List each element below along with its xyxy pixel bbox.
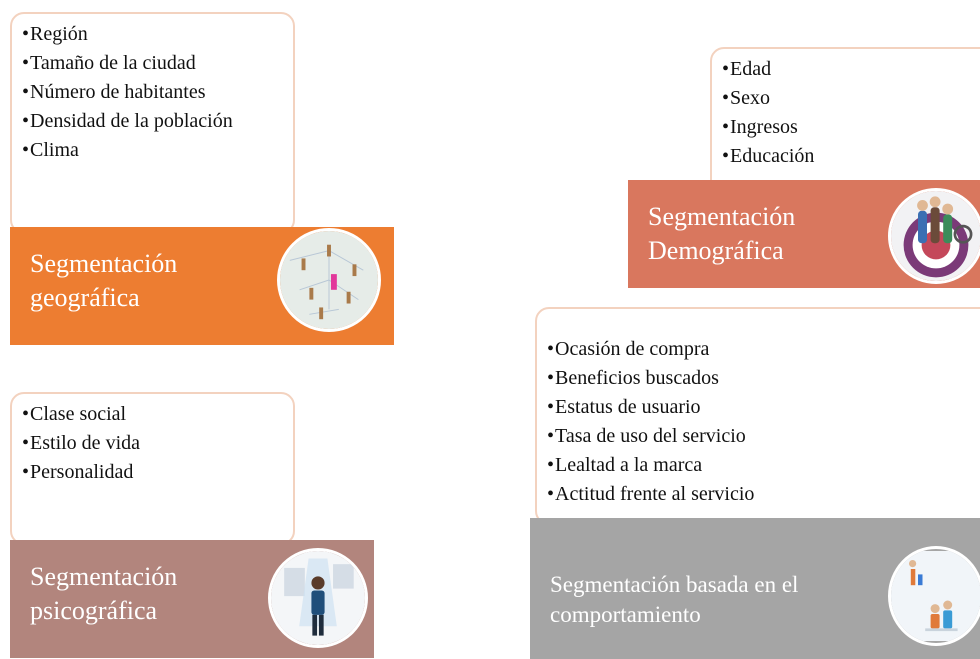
list-item: Región (22, 20, 283, 49)
demografica-list: Edad Sexo Ingresos Educación (722, 55, 980, 171)
list-item: Lealtad a la marca (547, 451, 980, 480)
geografica-title: Segmentación geográfica (30, 249, 178, 312)
people-chart-icon (888, 546, 980, 646)
psicografica-card: Clase social Estilo de vida Personalidad (10, 392, 295, 545)
comportamiento-list: Ocasión de compra Beneficios buscados Es… (547, 335, 980, 509)
list-item: Número de habitantes (22, 78, 283, 107)
list-item: Educación (722, 142, 980, 171)
demografica-title: Segmentación Demográfica (648, 202, 796, 265)
list-item: Tamaño de la ciudad (22, 49, 283, 78)
list-item: Actitud frente al servicio (547, 480, 980, 509)
list-item: Sexo (722, 84, 980, 113)
list-item: Edad (722, 55, 980, 84)
list-item: Tasa de uso del servicio (547, 422, 980, 451)
psicografica-title: Segmentación psicográfica (30, 562, 178, 625)
list-item: Estilo de vida (22, 429, 283, 458)
list-item: Densidad de la población (22, 107, 283, 136)
list-item: Ingresos (722, 113, 980, 142)
list-item: Estatus de usuario (547, 393, 980, 422)
comportamiento-title: Segmentación basada en el comportamiento (550, 572, 799, 627)
geografica-list: Región Tamaño de la ciudad Número de hab… (22, 20, 283, 165)
map-pins-icon (277, 228, 381, 332)
list-item: Ocasión de compra (547, 335, 980, 364)
list-item: Personalidad (22, 458, 283, 487)
person-presentation-icon (268, 548, 368, 648)
geografica-card: Región Tamaño de la ciudad Número de hab… (10, 12, 295, 234)
list-item: Beneficios buscados (547, 364, 980, 393)
list-item: Clase social (22, 400, 283, 429)
people-target-icon (888, 188, 980, 284)
demografica-card: Edad Sexo Ingresos Educación (710, 47, 980, 197)
psicografica-list: Clase social Estilo de vida Personalidad (22, 400, 283, 487)
list-item: Clima (22, 136, 283, 165)
comportamiento-card: Ocasión de compra Beneficios buscados Es… (535, 307, 980, 525)
